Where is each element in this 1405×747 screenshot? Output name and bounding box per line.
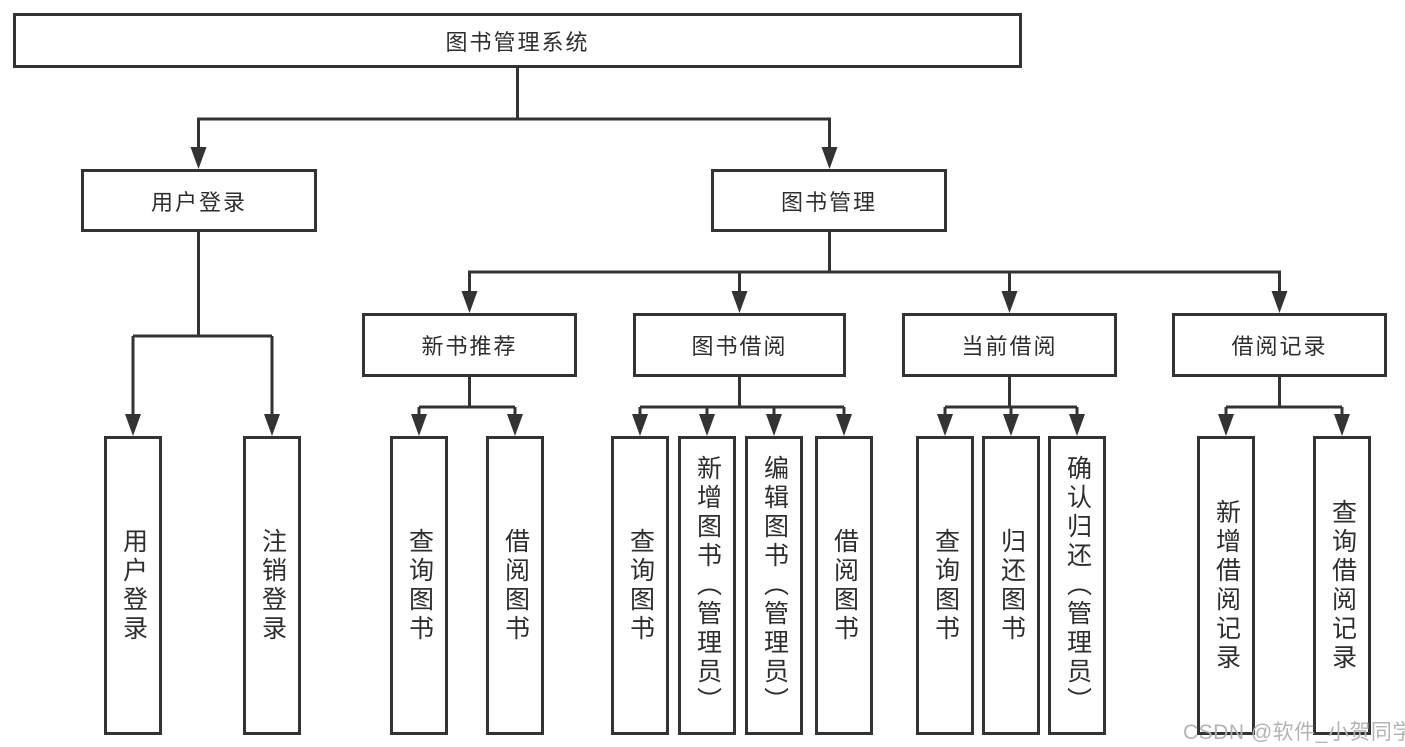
node-current-borrowing: 当前借阅 — [902, 313, 1117, 377]
leaf-label: 查询借阅记录 — [1328, 498, 1357, 673]
watermark: CSDN @软件_小贺同学 — [1183, 721, 1405, 744]
leaf-user-login: 用户登录 — [104, 436, 162, 735]
leaf-label: 查询图书 — [626, 527, 655, 644]
node-new-book-recommendation: 新书推荐 — [362, 313, 577, 377]
leaf-current-query-books: 查询图书 — [916, 436, 974, 735]
node-user-login: 用户登录 — [81, 169, 317, 232]
leaf-label: 借阅图书 — [501, 527, 530, 644]
leaf-newbook-query-books: 查询图书 — [390, 436, 448, 735]
leaf-label: 用户登录 — [119, 527, 148, 644]
leaf-label: 注销登录 — [258, 527, 287, 644]
node-borrowing-records: 借阅记录 — [1172, 313, 1387, 377]
leaf-label: 查询图书 — [405, 527, 434, 644]
leaf-label: 归还图书 — [997, 527, 1026, 644]
node-book-management: 图书管理 — [711, 169, 947, 232]
leaf-borrowing-borrow-books: 借阅图书 — [815, 436, 873, 735]
leaf-label: 查询图书 — [931, 527, 960, 644]
leaf-records-add-record: 新增借阅记录 — [1197, 436, 1255, 735]
leaf-current-confirm-return-admin: 确认归还（管理员） — [1048, 436, 1106, 735]
leaf-label: 编辑图书（管理员） — [760, 455, 789, 716]
leaf-borrowing-query-books: 查询图书 — [611, 436, 669, 735]
leaf-borrowing-edit-books-admin: 编辑图书（管理员） — [745, 436, 803, 735]
leaf-label: 借阅图书 — [830, 527, 859, 644]
leaf-logout: 注销登录 — [243, 436, 301, 735]
leaf-borrowing-add-books-admin: 新增图书（管理员） — [678, 436, 736, 735]
leaf-newbook-borrow-books: 借阅图书 — [486, 436, 544, 735]
leaf-records-query-record: 查询借阅记录 — [1313, 436, 1371, 735]
leaf-current-return-books: 归还图书 — [982, 436, 1040, 735]
leaf-label: 新增借阅记录 — [1212, 498, 1241, 673]
leaf-label: 新增图书（管理员） — [693, 455, 722, 716]
leaf-label: 确认归还（管理员） — [1063, 455, 1092, 716]
node-book-borrowing: 图书借阅 — [633, 313, 846, 377]
node-library-management-system: 图书管理系统 — [13, 13, 1022, 68]
